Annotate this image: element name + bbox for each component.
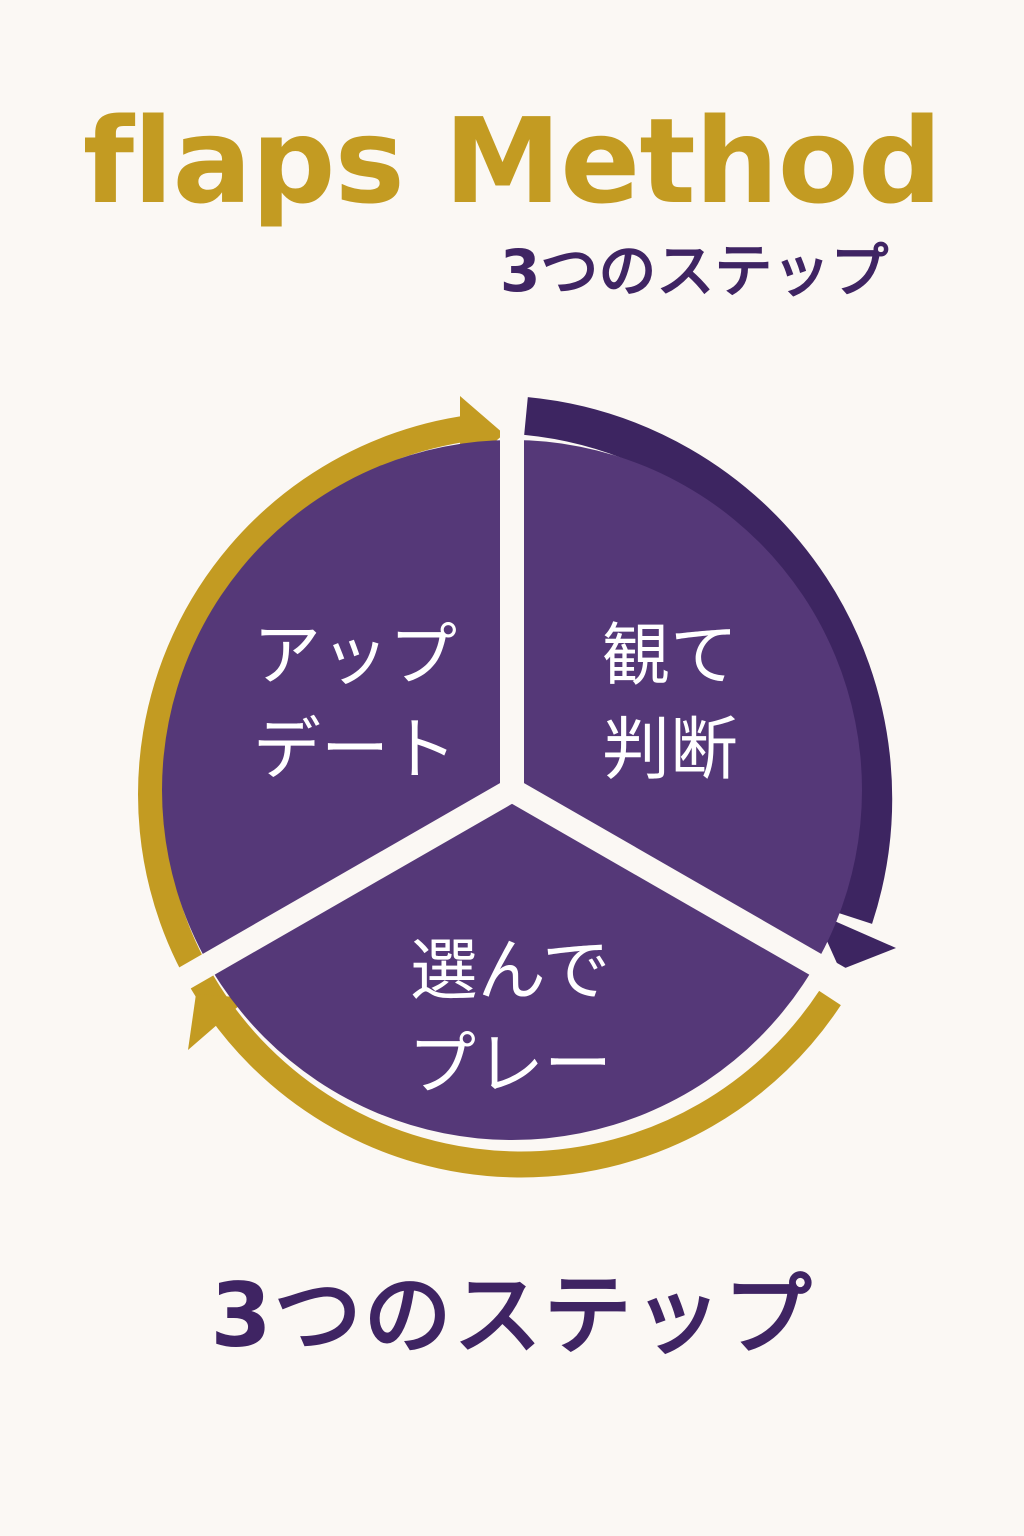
segment-play-label: 選んで プレー [360, 925, 660, 1113]
center-hub [500, 778, 524, 802]
segment-judge-line2: 判断 [601, 711, 738, 790]
segment-update-line1: アップ [252, 617, 457, 696]
gold-cycle-arc [138, 415, 841, 1178]
segment-play-line1: 選んで [409, 932, 611, 1011]
segment-judge-label: 観て 判断 [570, 610, 770, 798]
bottom-label: 3つのステップ [210, 1264, 814, 1367]
purple-cycle-arc [524, 397, 893, 924]
page-title: flaps Method [82, 92, 943, 230]
segment-judge-line1: 観て [601, 617, 738, 696]
purple-arrow-icon [814, 912, 896, 970]
segment-dividers [158, 405, 866, 1001]
gold-arrow-left-icon [188, 994, 248, 1050]
segment-play-line2: プレー [407, 1026, 612, 1105]
page-subtitle: 3つのステップ [500, 237, 889, 305]
segment-update-line2: デート [252, 711, 457, 790]
segment-update-label: アップ デート [225, 610, 485, 798]
